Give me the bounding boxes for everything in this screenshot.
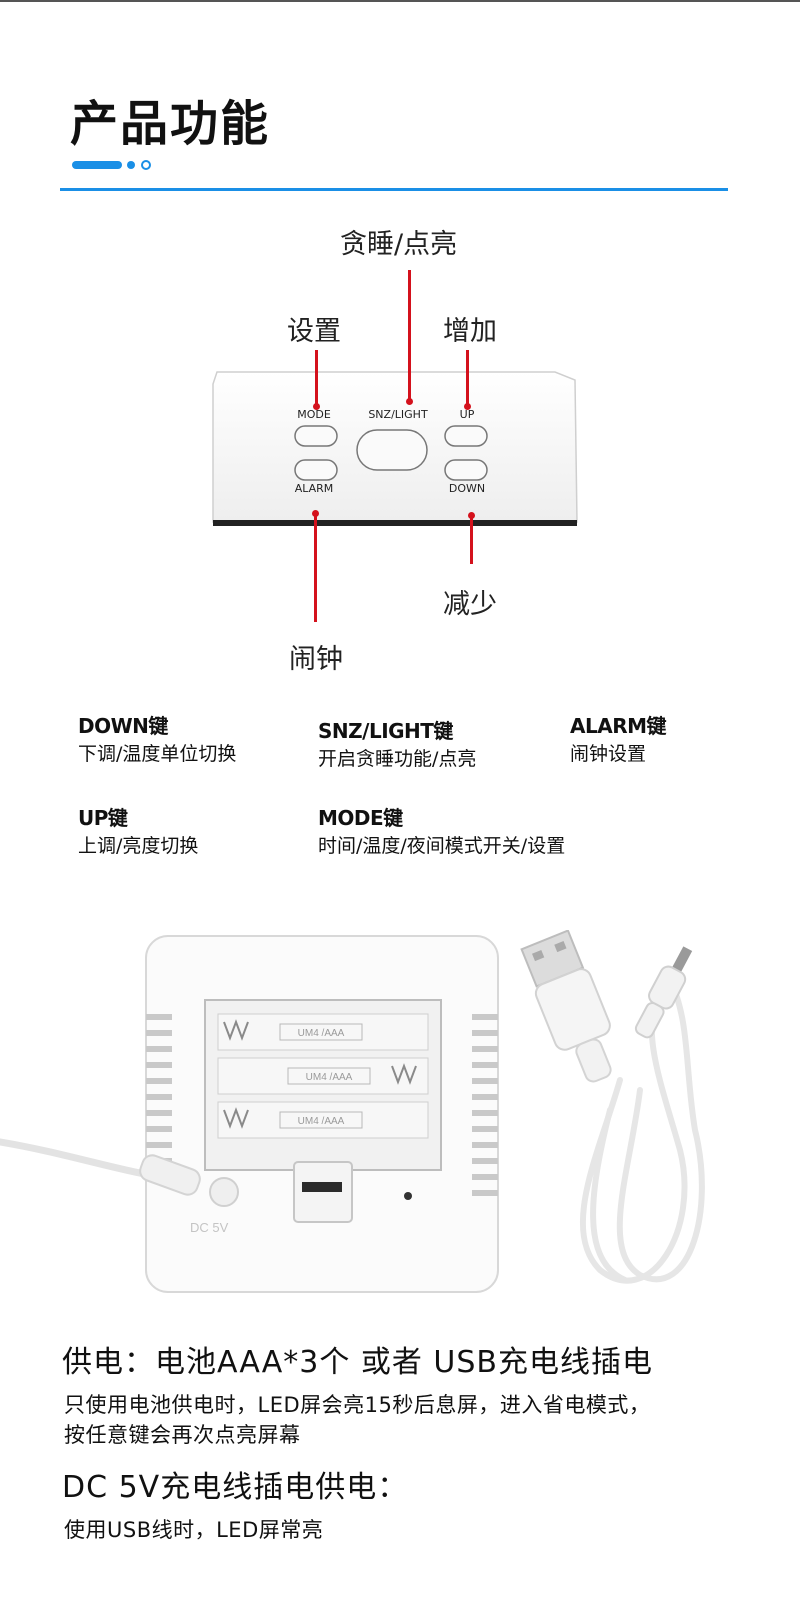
snz-button-shape <box>356 429 428 471</box>
section-title: 产品功能 <box>70 96 271 152</box>
dc-label: DC 5V <box>190 1220 229 1235</box>
feature-key: DOWN键 <box>78 714 168 738</box>
reset-hole <box>404 1192 412 1200</box>
title-underline-ring <box>141 160 151 170</box>
dc-heading: DC 5V充电线插电供电： <box>62 1470 409 1505</box>
button-panel <box>212 371 578 526</box>
feature-desc: 闹钟设置 <box>570 743 647 765</box>
feature-desc: 上调/亮度切换 <box>78 835 199 857</box>
feature-desc: 时间/温度/夜间模式开关/设置 <box>318 835 566 857</box>
battery-label-box <box>279 1111 363 1129</box>
feature-key: MODE键 <box>318 806 403 830</box>
feature-item: DOWN键 下调/温度单位切换 <box>78 710 236 766</box>
pointer-up-line <box>466 350 469 405</box>
label-mode: 设置 <box>287 316 341 347</box>
top-border <box>0 0 800 2</box>
feature-list: DOWN键 下调/温度单位切换 SNZ/LIGHT键 开启贪睡功能/点亮 ALA… <box>0 700 800 860</box>
pointer-snz-dot <box>406 398 413 405</box>
up-button-shape <box>444 425 488 447</box>
panel-label-down: DOWN <box>448 482 486 495</box>
feature-desc: 下调/温度单位切换 <box>78 743 237 765</box>
title-underline-bar <box>72 161 122 169</box>
pointer-down-line <box>470 516 473 564</box>
feature-desc: 开启贪睡功能/点亮 <box>318 748 477 770</box>
battery-label: UM4 /AAA <box>298 1028 345 1039</box>
feature-key: SNZ/LIGHT键 <box>318 719 453 743</box>
usb-cable <box>579 977 705 1284</box>
power-heading: 供电：电池AAA*3个 或者 USB充电线插电 <box>62 1345 653 1380</box>
pointer-alarm-dot <box>312 510 319 517</box>
right-vents <box>472 1014 498 1196</box>
feature-key: UP键 <box>78 806 128 830</box>
dc-cable <box>0 1138 154 1179</box>
dc-line: 使用USB线时，LED屏常亮 <box>64 1518 324 1542</box>
dc-barrel-plug <box>634 946 693 1039</box>
spring <box>223 1107 249 1129</box>
battery-label-box <box>279 1023 363 1041</box>
dc-port <box>209 1177 239 1207</box>
battery-slot <box>217 1101 429 1139</box>
battery-label: UM4 /AAA <box>298 1116 345 1127</box>
pointer-alarm-line <box>314 514 317 622</box>
panel-label-mode: MODE <box>297 408 331 421</box>
label-up: 增加 <box>443 316 497 347</box>
spring <box>391 1063 417 1085</box>
battery-slot <box>217 1013 429 1051</box>
feature-key: ALARM键 <box>570 714 667 738</box>
spring <box>223 1019 249 1041</box>
alarm-button-shape <box>294 459 338 481</box>
pointer-down-dot <box>468 512 475 519</box>
panel-label-up: UP <box>459 408 475 421</box>
product-photo: UM4 /AAA UM4 /AAA UM4 /AAA DC 5V <box>0 930 705 1293</box>
feature-item: MODE键 时间/温度/夜间模式开关/设置 <box>318 802 565 858</box>
usb-plug <box>520 930 612 1083</box>
title-underline-dot <box>127 161 135 169</box>
mode-button-shape <box>294 425 338 447</box>
dc-plug <box>139 1154 201 1196</box>
power-line-2: 按任意键会再次点亮屏幕 <box>64 1423 301 1447</box>
pointer-up-dot <box>464 403 471 410</box>
panel-label-alarm: ALARM <box>294 482 334 495</box>
battery-label-box <box>287 1067 371 1085</box>
latch-slot <box>302 1182 342 1192</box>
panel-label-snz: SNZ/LIGHT <box>368 408 428 421</box>
down-button-shape <box>444 459 488 481</box>
battery-slot <box>217 1057 429 1095</box>
feature-item: SNZ/LIGHT键 开启贪睡功能/点亮 <box>318 715 476 771</box>
battery-label: UM4 /AAA <box>306 1072 353 1083</box>
section-divider <box>60 188 728 191</box>
pointer-mode-dot <box>313 403 320 410</box>
label-snz-light: 贪睡/点亮 <box>340 229 458 260</box>
feature-item: UP键 上调/亮度切换 <box>78 802 198 858</box>
pointer-snz-line <box>408 270 411 400</box>
feature-item: ALARM键 闹钟设置 <box>570 710 667 766</box>
power-line-1: 只使用电池供电时，LED屏会亮15秒后息屏，进入省电模式， <box>64 1393 651 1417</box>
button-diagram: 贪睡/点亮 设置 增加 MODE SNZ/LIGHT UP ALARM DOWN… <box>0 0 800 700</box>
label-down: 减少 <box>443 589 497 620</box>
label-alarm: 闹钟 <box>289 644 343 675</box>
pointer-mode-line <box>315 350 318 405</box>
